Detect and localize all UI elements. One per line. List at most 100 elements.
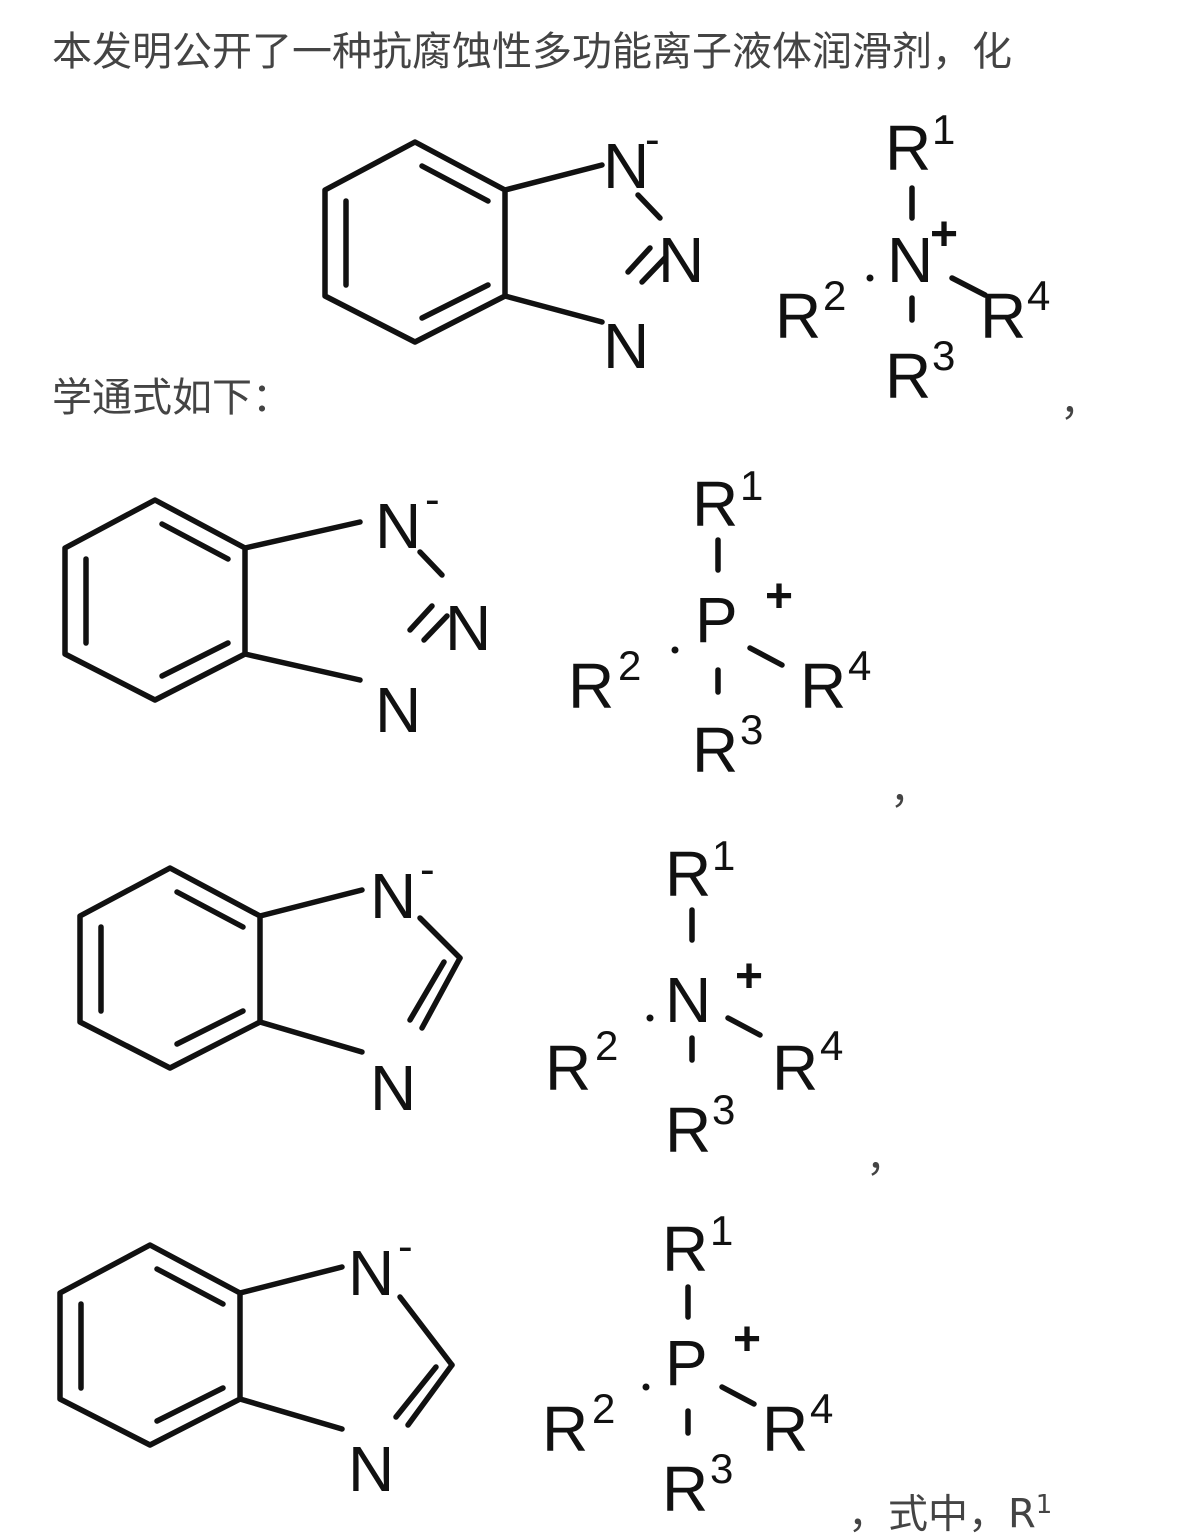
ring-bond	[257, 887, 365, 919]
ring-bond	[407, 959, 447, 1023]
atom-n3: N	[375, 674, 421, 746]
atom-r2: R	[545, 1032, 591, 1104]
benzene-ring	[62, 497, 248, 703]
ring-bond	[639, 255, 668, 285]
r1-sup: 1	[932, 106, 955, 153]
atom-n1: N	[603, 130, 649, 202]
aromatic-inner-bond	[154, 1385, 226, 1424]
comma: ，	[1060, 379, 1100, 425]
atom-r4: R	[762, 1393, 808, 1465]
r4-sup: 4	[848, 642, 871, 689]
ring-bond	[502, 293, 605, 325]
atom-n3: N	[603, 310, 649, 382]
cation-center: P	[695, 584, 738, 656]
atom-r1: R	[692, 468, 738, 540]
r4-sup: 4	[1027, 272, 1050, 319]
aromatic-inner-bond	[419, 163, 491, 204]
r4-sup: 4	[820, 1022, 843, 1069]
paragraph-line-2: 学通式如下：	[52, 375, 292, 421]
ring-bond	[405, 1362, 455, 1428]
r3-sup: 3	[740, 706, 763, 753]
benzene-ring	[57, 1242, 243, 1448]
paragraph-line-1: 本发明公开了一种抗腐蚀性多功能离子液体润滑剂，化	[52, 29, 1012, 75]
aromatic-inner-bond	[159, 521, 231, 562]
atom-r4: R	[980, 280, 1026, 352]
formula-1: N - N N R 1 N + R 2 R 3 R 4	[322, 106, 1050, 412]
cation-charge: +	[765, 570, 793, 623]
formula-3: N - N R 1 N + R 2 R 3 R 4	[77, 832, 843, 1166]
anion-charge: -	[398, 1222, 413, 1271]
anion-charge: -	[420, 845, 435, 894]
r1-sup: 1	[740, 462, 763, 509]
atom-r3: R	[662, 1453, 708, 1525]
ring-bond	[242, 651, 363, 683]
atom-r1: R	[662, 1213, 708, 1285]
cation-bond-dot	[642, 1383, 650, 1391]
ring-bond	[237, 1264, 345, 1296]
r3-sup: 3	[712, 1086, 735, 1133]
ring-bond	[237, 1396, 345, 1432]
ring-bond	[625, 245, 653, 275]
cation-bond-right	[725, 1015, 763, 1038]
anion-charge: -	[425, 475, 440, 524]
atom-n2: N	[445, 592, 491, 664]
aromatic-inner-bond	[419, 282, 491, 321]
cation-bond-dot	[646, 1014, 654, 1022]
atom-n1: N	[348, 1237, 394, 1309]
cation-bond-right	[949, 275, 988, 298]
atom-r3: R	[885, 340, 931, 412]
cation-bond-right	[719, 1384, 757, 1407]
cation-charge: +	[930, 208, 958, 261]
atom-n3: N	[370, 1052, 416, 1124]
ring-bond	[397, 1294, 455, 1368]
cation-center: N	[665, 964, 711, 1036]
r4-sup: 4	[810, 1385, 833, 1432]
cation-bond-right	[747, 645, 785, 668]
cation-bond-dot	[671, 646, 679, 654]
comma: ，	[866, 1135, 906, 1181]
ring-bond	[242, 519, 363, 551]
atom-r1: R	[665, 838, 711, 910]
tail-superscript: 1	[1035, 1490, 1053, 1520]
ring-bond	[407, 603, 435, 633]
r3-sup: 3	[710, 1445, 733, 1492]
aromatic-inner-bond	[174, 1008, 246, 1047]
cation-charge: +	[733, 1313, 761, 1366]
ring-bond	[417, 549, 445, 578]
comma: ，	[890, 767, 930, 813]
aromatic-inner-bond	[159, 640, 231, 679]
aromatic-inner-bond	[154, 1266, 226, 1307]
ring-bond	[502, 162, 605, 193]
formula-4: N - N R 1 P + R 2 R 3 R 4	[57, 1207, 833, 1525]
paragraph-tail: ，式中，R1	[848, 1490, 1053, 1537]
ring-bond	[393, 1364, 439, 1420]
ring-bond	[257, 1019, 365, 1055]
ring-bond	[417, 915, 463, 961]
r1-sup: 1	[712, 832, 735, 879]
atom-r4: R	[772, 1032, 818, 1104]
r1-sup: 1	[710, 1207, 733, 1254]
cation-charge: +	[735, 950, 763, 1003]
atom-n3: N	[348, 1433, 394, 1505]
aromatic-inner-bond	[174, 889, 246, 930]
atom-r1: R	[885, 112, 931, 184]
atom-n1: N	[370, 860, 416, 932]
anion-charge: -	[645, 115, 660, 164]
benzene-ring	[322, 139, 508, 345]
formula-2: N - N N R 1 P + R 2 R 3 R 4	[62, 462, 871, 786]
ring-bond	[421, 613, 450, 643]
ring-bond	[635, 192, 663, 221]
cation-center: N	[887, 224, 933, 296]
cation-center: P	[665, 1327, 708, 1399]
r2-sup: 2	[595, 1022, 618, 1069]
atom-r4: R	[800, 650, 846, 722]
atom-n1: N	[375, 490, 421, 562]
cation-bond-dot	[866, 274, 874, 282]
atom-r3: R	[692, 714, 738, 786]
r3-sup: 3	[932, 332, 955, 379]
atom-r2: R	[775, 280, 821, 352]
r2-sup: 2	[823, 272, 846, 319]
atom-r2: R	[568, 650, 614, 722]
benzene-ring	[77, 865, 263, 1071]
ring-bond	[419, 955, 463, 1031]
